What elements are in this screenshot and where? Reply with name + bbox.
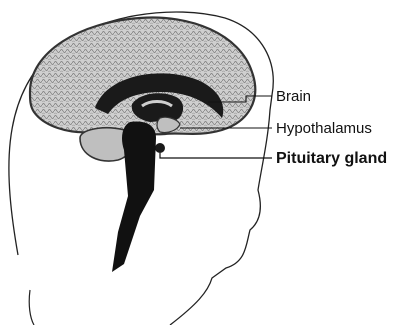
pituitary-label: Pituitary gland — [276, 150, 387, 167]
hypothalamus-label: Hypothalamus — [276, 120, 372, 137]
brain-label: Brain — [276, 88, 311, 105]
pituitary-leader-line — [160, 153, 272, 158]
pituitary-gland — [155, 143, 165, 153]
neck-outline — [29, 290, 34, 325]
